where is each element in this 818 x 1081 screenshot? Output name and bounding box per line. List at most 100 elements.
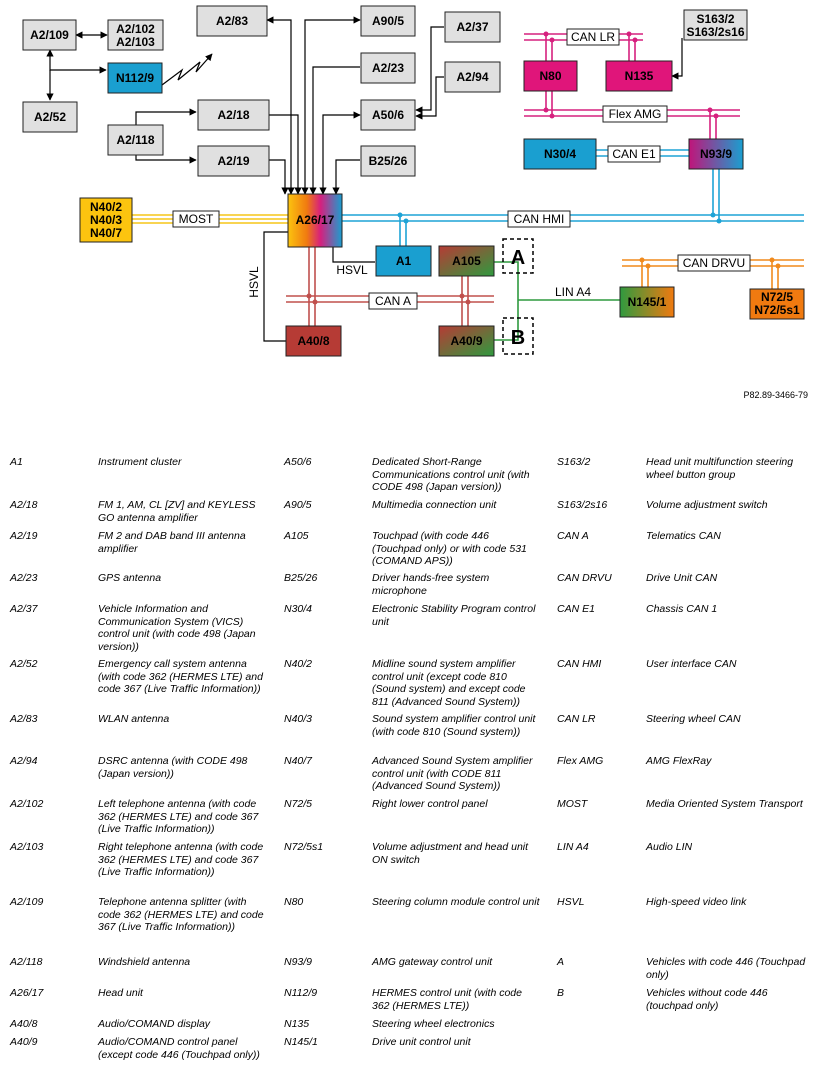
legend-code: CAN DRVU xyxy=(557,572,612,584)
legend-description: Midline sound system amplifier control u… xyxy=(372,658,526,708)
label-n135: N135 xyxy=(625,69,654,83)
legend-code: A2/83 xyxy=(10,713,38,725)
legend-description: Head unit multifunction steering wheel b… xyxy=(646,456,794,481)
label-a2-18: A2/18 xyxy=(217,108,249,122)
node-a2-83 xyxy=(196,5,268,37)
label-n72-5: N72/5 xyxy=(761,290,793,304)
legend-code: N40/2 xyxy=(284,658,313,670)
legend-description: Emergency call system antenna (with code… xyxy=(98,658,263,695)
legend-description: Driver hands-free system microphone xyxy=(372,572,490,597)
lin-a4-bus xyxy=(494,261,620,341)
legend-code: N112/9 xyxy=(284,987,318,999)
label-a2-118: A2/118 xyxy=(116,133,154,147)
label-n93-9: N93/9 xyxy=(700,147,732,161)
legend-description: Drive Unit CAN xyxy=(646,572,718,584)
node-a2-23 xyxy=(360,52,416,84)
node-a2-102 xyxy=(107,19,164,51)
bus-label-most: MOST xyxy=(179,212,214,226)
label-n72-5s1: N72/5s1 xyxy=(754,303,800,317)
legend-code: N135 xyxy=(284,1018,310,1030)
legend-code: N93/9 xyxy=(284,956,313,968)
label-a2-37: A2/37 xyxy=(456,20,488,34)
node-a40-9 xyxy=(438,325,495,357)
legend-description: Instrument cluster xyxy=(98,456,182,468)
legend-description: Vehicles without code 446 (touchpad only… xyxy=(646,987,768,1012)
legend-code: A90/5 xyxy=(284,499,312,511)
label-n40-3: N40/3 xyxy=(90,213,122,227)
node-n30-4 xyxy=(523,138,597,170)
legend-description: Audio LIN xyxy=(646,841,693,853)
node-n135 xyxy=(605,60,673,92)
legend-code: A2/37 xyxy=(10,603,38,615)
bus-label-hsvl-v: HSVL xyxy=(247,266,261,298)
label-a2-109: A2/109 xyxy=(30,28,69,42)
bus-label-lin-a4: LIN A4 xyxy=(555,285,591,299)
label-s163-2s16: S163/2s16 xyxy=(686,25,744,39)
legend-description: Steering column module control unit xyxy=(372,896,540,908)
legend-code: N40/3 xyxy=(284,713,313,725)
legend-description: WLAN antenna xyxy=(98,713,170,725)
legend-description: HERMES control unit (with code 362 (HERM… xyxy=(372,987,522,1012)
node-s163-2 xyxy=(683,9,748,41)
legend-description: Touchpad (with code 446 (Touchpad only) … xyxy=(372,530,527,567)
option-b-box xyxy=(502,317,534,355)
node-n72-5 xyxy=(749,288,805,320)
legend-code: B25/26 xyxy=(284,572,318,584)
legend-code: A2/23 xyxy=(10,572,38,584)
legend-code: CAN LR xyxy=(557,713,596,725)
legend-code: S163/2s16 xyxy=(557,499,608,511)
label-n30-4: N30/4 xyxy=(544,147,576,161)
legend-code: A2/19 xyxy=(10,530,38,542)
label-a90-5: A90/5 xyxy=(372,14,404,28)
legend-code: N145/1 xyxy=(284,1036,318,1048)
node-n93-9 xyxy=(688,138,744,170)
network-diagram: A2/109 A2/102 A2/103 A2/83 N112/9 A2/52 … xyxy=(22,5,805,357)
legend-description: Windshield antenna xyxy=(98,956,191,968)
label-a50-6: A50/6 xyxy=(372,108,404,122)
label-n80: N80 xyxy=(539,69,561,83)
legend-description: Right lower control panel xyxy=(372,798,488,810)
legend-code: LIN A4 xyxy=(557,841,589,853)
legend-code: N72/5s1 xyxy=(284,841,324,853)
label-a105: A105 xyxy=(452,254,481,268)
legend-description: Vehicles with code 446 (Touchpad only) xyxy=(646,956,806,981)
legend-description: AMG gateway control unit xyxy=(372,956,493,968)
legend-code: CAN E1 xyxy=(557,603,595,615)
legend-description: Volume adjustment switch xyxy=(646,499,768,511)
node-a2-52 xyxy=(22,101,78,133)
node-a2-19 xyxy=(197,145,270,177)
can-hmi-bus xyxy=(342,168,804,246)
node-a90-5 xyxy=(360,5,416,37)
bus-label-can-hmi: CAN HMI xyxy=(514,212,565,226)
legend-code: A2/118 xyxy=(10,956,43,968)
legend-code: MOST xyxy=(557,798,588,810)
label-a26-17: A26/17 xyxy=(296,213,335,227)
bus-label-flex-amg: Flex AMG xyxy=(609,107,662,121)
legend-code: A2/18 xyxy=(10,499,38,511)
node-n145-1 xyxy=(619,286,675,318)
label-a2-102: A2/102 xyxy=(116,22,155,36)
legend-description: GPS antenna xyxy=(98,572,162,584)
legend-description: Media Oriented System Transport xyxy=(646,798,803,810)
legend-description: Steering wheel electronics xyxy=(372,1018,495,1030)
legend-description: Right telephone antenna (with code 362 (… xyxy=(98,841,264,878)
label-n40-2: N40/2 xyxy=(90,200,122,214)
connector-lines xyxy=(46,16,683,342)
legend-code: CAN HMI xyxy=(557,658,602,670)
label-a40-9: A40/9 xyxy=(450,334,482,348)
legend-description: DSRC antenna (with CODE 498 (Japan versi… xyxy=(98,755,248,780)
legend-code: A2/94 xyxy=(10,755,38,767)
legend-description: Left telephone antenna (with code 362 (H… xyxy=(98,798,259,835)
legend-code: A40/8 xyxy=(10,1018,38,1030)
label-b25-26: B25/26 xyxy=(369,154,408,168)
label-n40-7: N40/7 xyxy=(90,226,122,240)
label-n112-9: N112/9 xyxy=(116,71,154,85)
legend-code: A2/103 xyxy=(10,841,44,853)
legend-code: A26/17 xyxy=(10,987,44,999)
legend-code: A2/52 xyxy=(10,658,38,670)
legend-description: Telephone antenna splitter (with code 36… xyxy=(98,896,264,933)
legend-description: Telematics CAN xyxy=(646,530,721,542)
node-n40 xyxy=(79,197,133,243)
node-n112-9 xyxy=(107,62,163,94)
label-a1: A1 xyxy=(396,254,412,268)
